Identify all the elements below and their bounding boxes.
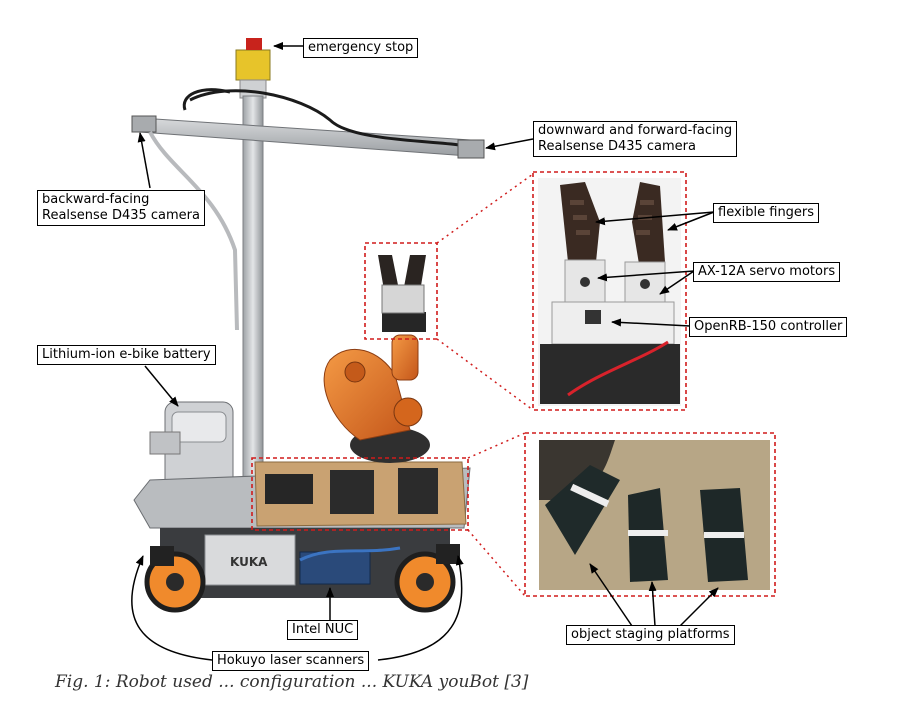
camera-bar: [139, 117, 471, 157]
label-laser-scanners-text: Hokuyo laser scanners: [217, 653, 365, 668]
emergency-stop-button: [235, 38, 271, 99]
label-front-camera: downward and forward-facing Realsense D4…: [533, 121, 738, 157]
platform-2: [330, 470, 374, 514]
robot-arm: [323, 255, 430, 463]
wheel-front-right: [394, 551, 456, 613]
robot-main: KUKA: [131, 38, 534, 613]
gripper-highlight-box: [364, 242, 438, 340]
label-staging-platforms-text: object staging platforms: [571, 627, 730, 642]
board-highlight-box: [251, 457, 469, 531]
label-front-camera-line2: Realsense D435 camera: [538, 139, 696, 154]
label-flexible-fingers-text: flexible fingers: [718, 205, 815, 220]
label-battery: Lithium-ion e-bike battery: [37, 345, 216, 365]
label-controller-text: OpenRB-150 controller: [694, 319, 843, 334]
mast: [242, 95, 264, 497]
label-emergency-stop-text: emergency stop: [308, 40, 414, 55]
back-camera: [131, 115, 157, 133]
label-battery-text: Lithium-ion e-bike battery: [42, 347, 211, 362]
label-servo-motors-text: AX-12A servo motors: [698, 264, 836, 279]
label-back-camera: backward-facing Realsense D435 camera: [37, 190, 205, 226]
front-camera: [457, 139, 485, 159]
label-flexible-fingers: flexible fingers: [713, 203, 820, 223]
gripper-inset: [532, 171, 687, 411]
label-controller: OpenRB-150 controller: [689, 317, 848, 337]
label-staging-platforms: object staging platforms: [566, 625, 735, 645]
label-intel-nuc-text: Intel NUC: [292, 622, 354, 637]
inset-platform-1: [545, 465, 620, 555]
kuka-logo: KUKA: [230, 555, 268, 569]
battery: [149, 401, 234, 503]
label-laser-scanners: Hokuyo laser scanners: [212, 651, 370, 671]
label-back-camera-line1: backward-facing: [42, 192, 150, 207]
label-front-camera-line1: downward and forward-facing: [538, 123, 733, 138]
label-intel-nuc: Intel NUC: [287, 620, 359, 640]
label-back-camera-line2: Realsense D435 camera: [42, 208, 200, 223]
label-servo-motors: AX-12A servo motors: [693, 262, 841, 282]
figure-caption: Fig. 1: Robot used ... configuration ...…: [55, 672, 529, 692]
annotation-arrows: [131, 42, 719, 661]
label-emergency-stop: emergency stop: [303, 38, 419, 58]
platform-1: [265, 474, 313, 504]
platforms-inset: [524, 432, 776, 597]
wheel-front-left: [144, 551, 206, 613]
openrb-controller: [551, 301, 675, 345]
platform-3: [398, 468, 438, 514]
intel-nuc: [299, 551, 371, 585]
